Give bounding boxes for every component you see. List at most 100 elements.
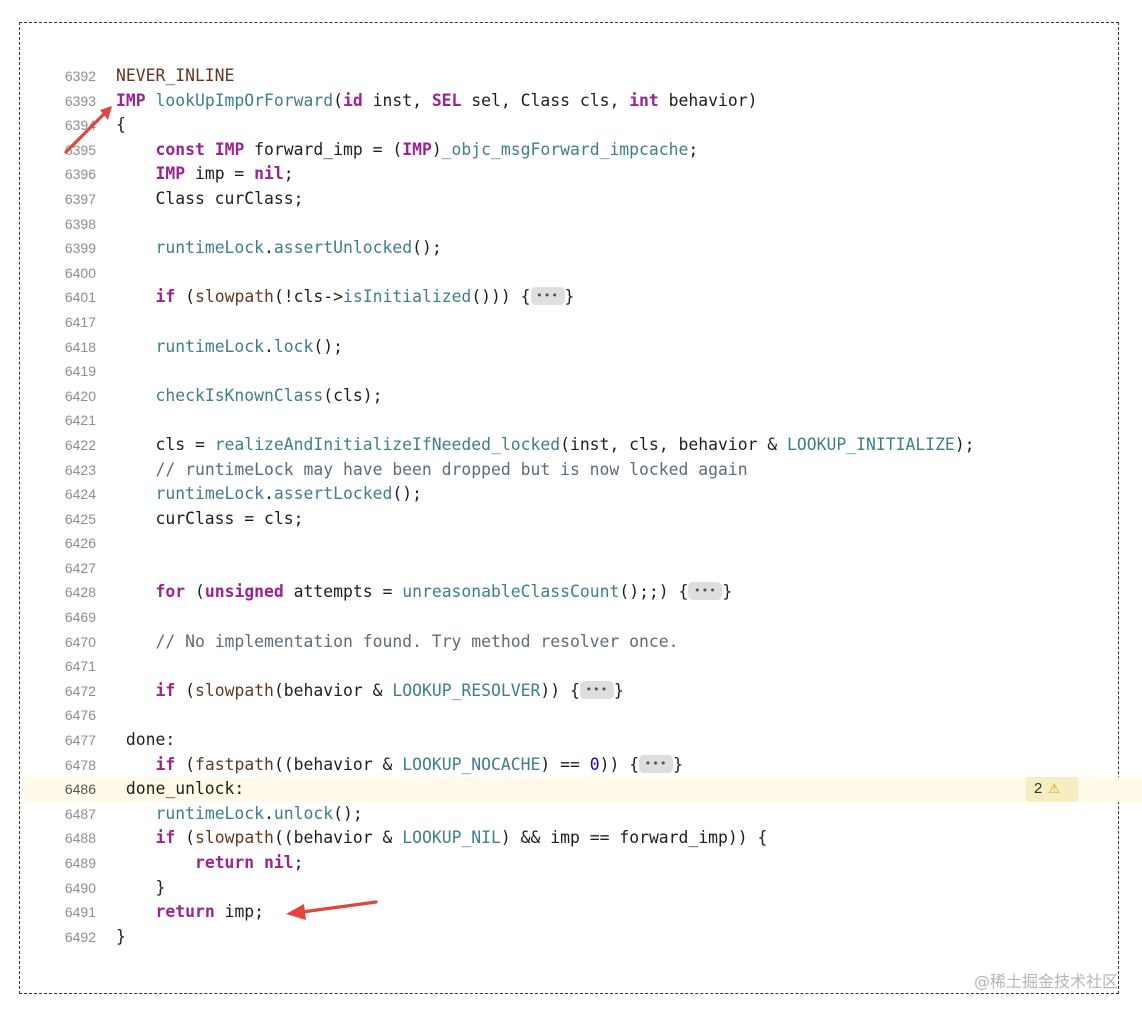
code-line[interactable]: 6487 runtimeLock.unlock(); — [0, 802, 1142, 827]
code-text[interactable]: Class curClass; — [116, 188, 304, 208]
code-line[interactable]: 6394 { — [0, 113, 1142, 138]
code-line[interactable]: 6395 const IMP forward_imp = (IMP)_objc_… — [0, 138, 1142, 163]
code-line[interactable]: 6425 curClass = cls; — [0, 507, 1142, 532]
code-line[interactable]: 6400 — [0, 261, 1142, 286]
line-number: 6427 — [64, 559, 96, 576]
line-number: 6393 — [64, 92, 96, 109]
code-line[interactable]: 6471 — [0, 654, 1142, 679]
code-line[interactable]: 6488 if (slowpath((behavior & LOOKUP_NIL… — [0, 826, 1142, 851]
line-number: 6477 — [64, 732, 96, 749]
line-number: 6401 — [64, 289, 96, 306]
code-text[interactable]: return imp; — [155, 902, 265, 922]
code-text[interactable]: { — [116, 115, 126, 135]
code-line[interactable]: 6490 } — [0, 876, 1142, 901]
code-text[interactable]: const IMP forward_imp = (IMP)_objc_msgFo… — [155, 139, 699, 159]
code-text[interactable]: if (slowpath(!cls->isInitialized())) {••… — [155, 287, 575, 307]
line-number: 6395 — [64, 141, 96, 158]
code-fold-icon[interactable]: ••• — [639, 754, 674, 773]
line-number: 6428 — [64, 584, 96, 601]
code-line[interactable]: 6476 — [0, 703, 1142, 728]
code-text[interactable]: runtimeLock.assertLocked(); — [155, 484, 422, 504]
line-number: 6489 — [64, 855, 96, 871]
code-line[interactable]: 6477 done: — [0, 728, 1142, 753]
code-fold-icon[interactable]: ••• — [688, 582, 723, 601]
line-number: 6400 — [64, 264, 96, 281]
code-text[interactable]: // runtimeLock may have been dropped but… — [155, 459, 748, 479]
code-text[interactable]: cls = realizeAndInitializeIfNeeded_locke… — [116, 434, 975, 454]
warning-count: 2 — [1034, 780, 1043, 798]
code-text[interactable]: runtimeLock.unlock(); — [155, 803, 363, 823]
code-text[interactable]: if (slowpath(behavior & LOOKUP_RESOLVER)… — [155, 680, 624, 700]
code-line[interactable]: 6491 return imp; — [0, 900, 1142, 925]
code-line[interactable]: 6486 done_unlock:2⚠ — [0, 777, 1142, 802]
code-text[interactable]: IMP imp = nil; — [155, 164, 294, 184]
code-line[interactable]: 6424 runtimeLock.assertLocked(); — [0, 482, 1142, 507]
code-line[interactable]: 6398 — [0, 212, 1142, 237]
code-text[interactable]: } — [116, 926, 126, 946]
line-number: 6420 — [64, 387, 96, 404]
line-number: 6419 — [64, 363, 96, 380]
line-number: 6396 — [64, 166, 96, 183]
line-number: 6426 — [64, 535, 96, 552]
code-text[interactable]: for (unsigned attempts = unreasonableCla… — [155, 582, 733, 602]
code-text[interactable]: NEVER_INLINE — [116, 66, 235, 85]
code-fold-icon[interactable]: ••• — [579, 680, 614, 699]
code-line[interactable]: 6401 if (slowpath(!cls->isInitialized())… — [0, 285, 1142, 310]
code-line[interactable]: 6478 if (fastpath((behavior & LOOKUP_NOC… — [0, 753, 1142, 778]
code-text[interactable]: curClass = cls; — [116, 508, 304, 528]
code-line[interactable]: 6469 — [0, 605, 1142, 630]
line-number: 6417 — [64, 313, 96, 330]
code-text[interactable]: IMP lookUpImpOrForward(id inst, SEL sel,… — [116, 90, 758, 110]
line-number: 6394 — [64, 117, 96, 134]
line-number: 6490 — [64, 879, 96, 896]
code-text[interactable]: done: — [116, 730, 176, 750]
line-number: 6492 — [64, 928, 96, 945]
code-line[interactable]: 6426 — [0, 531, 1142, 556]
code-line[interactable]: 6420 checkIsKnownClass(cls); — [0, 384, 1142, 409]
line-number: 6488 — [64, 830, 96, 847]
code-line[interactable]: 6423 // runtimeLock may have been droppe… — [0, 458, 1142, 483]
code-line[interactable]: 6492} — [0, 925, 1142, 950]
code-line[interactable]: 6427 — [0, 556, 1142, 581]
code-text[interactable]: runtimeLock.lock(); — [155, 336, 344, 356]
code-line[interactable]: 6396 IMP imp = nil; — [0, 162, 1142, 187]
code-text[interactable]: if (slowpath((behavior & LOOKUP_NIL) && … — [155, 828, 768, 848]
line-number: 6476 — [64, 707, 96, 724]
code-text[interactable]: runtimeLock.assertUnlocked(); — [155, 238, 442, 258]
code-text[interactable]: done_unlock: — [116, 779, 245, 799]
code-line[interactable]: 6419 — [0, 359, 1142, 384]
line-number: 6422 — [64, 436, 96, 453]
line-number: 6424 — [64, 486, 96, 503]
line-number: 6470 — [64, 633, 96, 650]
line-number: 6418 — [64, 338, 96, 355]
code-line[interactable]: 6421 — [0, 408, 1142, 433]
line-number: 6397 — [64, 190, 96, 207]
code-line[interactable]: 6489 return nil; — [0, 851, 1142, 876]
line-number: 6478 — [64, 756, 96, 773]
warning-triangle-icon: ⚠ — [1048, 781, 1060, 797]
screenshot-frame — [19, 22, 1119, 994]
code-line[interactable]: 6472 if (slowpath(behavior & LOOKUP_RESO… — [0, 679, 1142, 704]
line-number: 6491 — [64, 904, 96, 921]
code-text[interactable]: return nil; — [194, 853, 304, 872]
line-number: 6399 — [64, 240, 96, 257]
line-number: 6425 — [64, 510, 96, 527]
code-line[interactable]: 6470 // No implementation found. Try met… — [0, 630, 1142, 655]
code-line[interactable]: 6397 Class curClass; — [0, 187, 1142, 212]
warning-count-badge[interactable]: 2⚠ — [1026, 777, 1078, 802]
code-text[interactable]: // No implementation found. Try method r… — [155, 631, 679, 651]
line-number: 6423 — [64, 461, 96, 478]
code-line[interactable]: 6428 for (unsigned attempts = unreasonab… — [0, 580, 1142, 605]
code-line[interactable]: 6422 cls = realizeAndInitializeIfNeeded_… — [0, 433, 1142, 458]
code-line[interactable]: 6418 runtimeLock.lock(); — [0, 335, 1142, 360]
code-text[interactable]: if (fastpath((behavior & LOOKUP_NOCACHE)… — [155, 754, 683, 774]
code-line[interactable]: 6417 — [0, 310, 1142, 335]
code-line[interactable]: 6393 IMP lookUpImpOrForward(id inst, SEL … — [0, 89, 1142, 114]
line-number: 6421 — [64, 412, 96, 429]
code-text[interactable]: checkIsKnownClass(cls); — [155, 385, 383, 405]
code-text[interactable]: } — [116, 877, 166, 897]
code-fold-icon[interactable]: ••• — [530, 287, 565, 306]
code-line[interactable]: 6399 runtimeLock.assertUnlocked(); — [0, 236, 1142, 261]
